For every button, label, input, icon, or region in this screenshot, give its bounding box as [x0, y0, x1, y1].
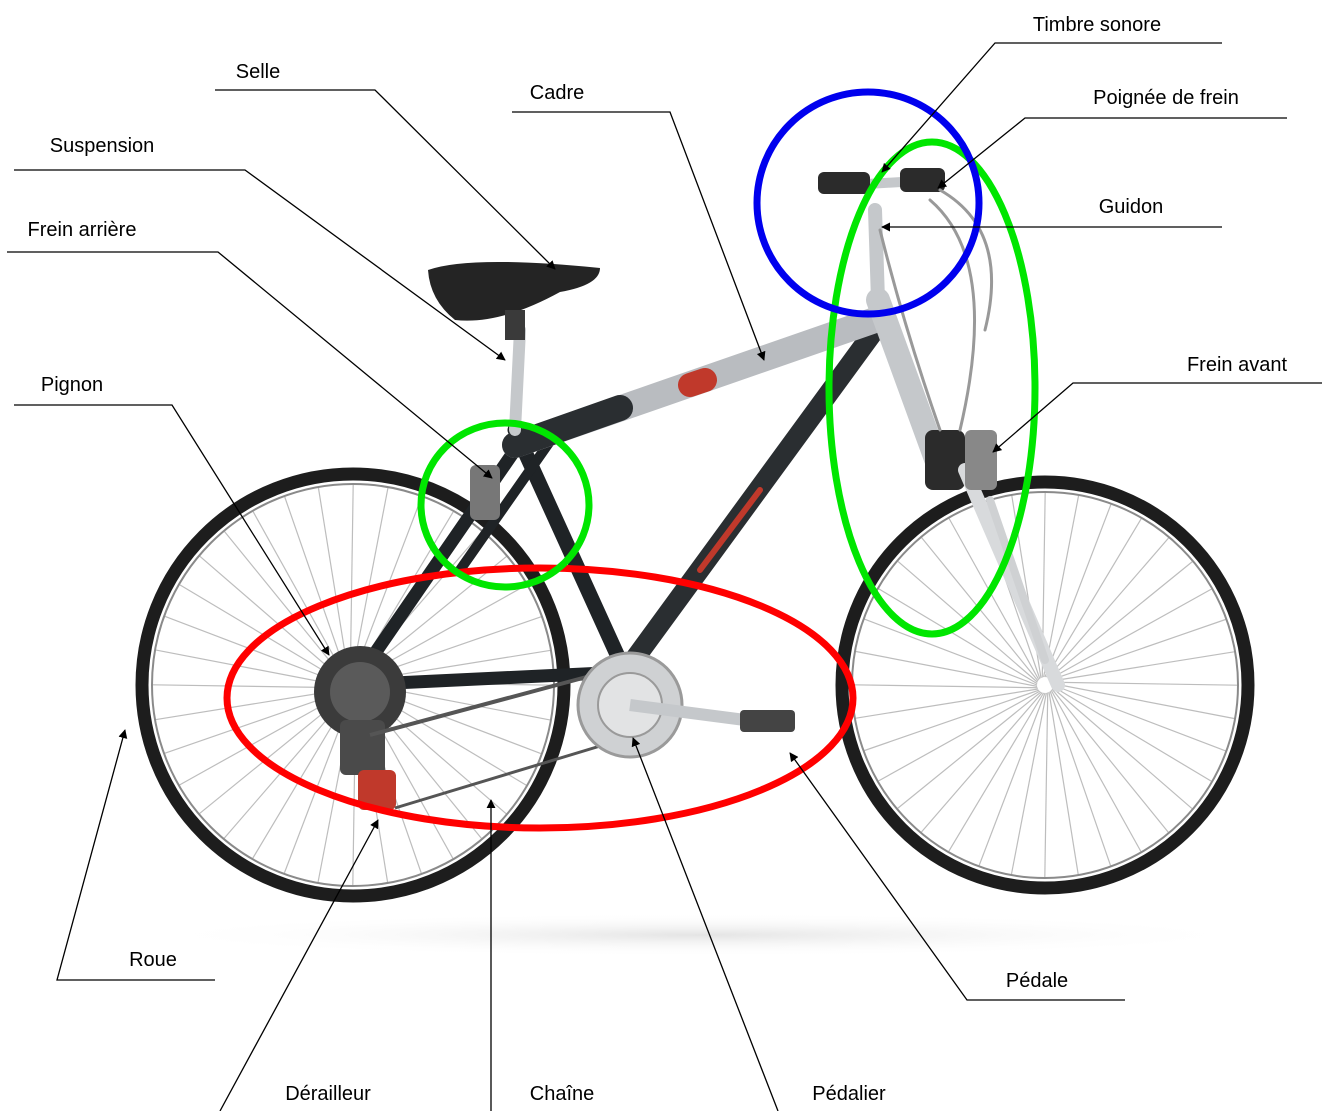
spoke: [879, 691, 1040, 781]
spoke: [1049, 562, 1192, 678]
spoke: [1052, 652, 1234, 681]
spoke: [1053, 684, 1234, 719]
spoke: [1051, 620, 1225, 680]
label-derailleur: Dérailleur: [285, 1083, 371, 1105]
spoke: [856, 651, 1037, 686]
label-roue: Roue: [129, 949, 177, 971]
floor-shadow: [140, 913, 1260, 957]
front-wheel: [842, 482, 1248, 888]
spoke: [1051, 690, 1141, 851]
label-chaine: Chaîne: [530, 1083, 595, 1105]
label-selle: Selle: [236, 61, 280, 83]
label-cadre: Cadre: [530, 82, 584, 104]
label-frein-avant: Frein avant: [1187, 354, 1287, 376]
spoke: [1053, 682, 1237, 685]
spoke: [856, 689, 1038, 718]
spoke: [253, 512, 347, 680]
spoke: [1011, 693, 1046, 874]
label-poignee-de-frein: Poignée de frein: [1093, 87, 1239, 109]
label-suspension: Suspension: [50, 135, 155, 157]
spoke: [1045, 693, 1048, 877]
spoke: [1052, 689, 1168, 832]
spoke: [865, 690, 1039, 750]
label-frein-arriere: Frein arrière: [28, 219, 137, 241]
label-pedalier: Pédalier: [812, 1083, 886, 1105]
spoke: [898, 692, 1041, 808]
spoke: [1050, 691, 1110, 865]
handlebar-highlight: [757, 92, 979, 314]
label-pignon: Pignon: [41, 374, 103, 396]
label-pedale: Pédale: [1006, 970, 1068, 992]
spoke: [1049, 692, 1078, 874]
steering-highlight: [829, 142, 1035, 634]
frame: [353, 168, 1058, 685]
label-guidon: Guidon: [1099, 196, 1164, 218]
spoke: [853, 685, 1037, 688]
spoke: [200, 556, 346, 682]
spoke: [1050, 589, 1211, 679]
label-timbre-sonore: Timbre sonore: [1033, 14, 1161, 36]
